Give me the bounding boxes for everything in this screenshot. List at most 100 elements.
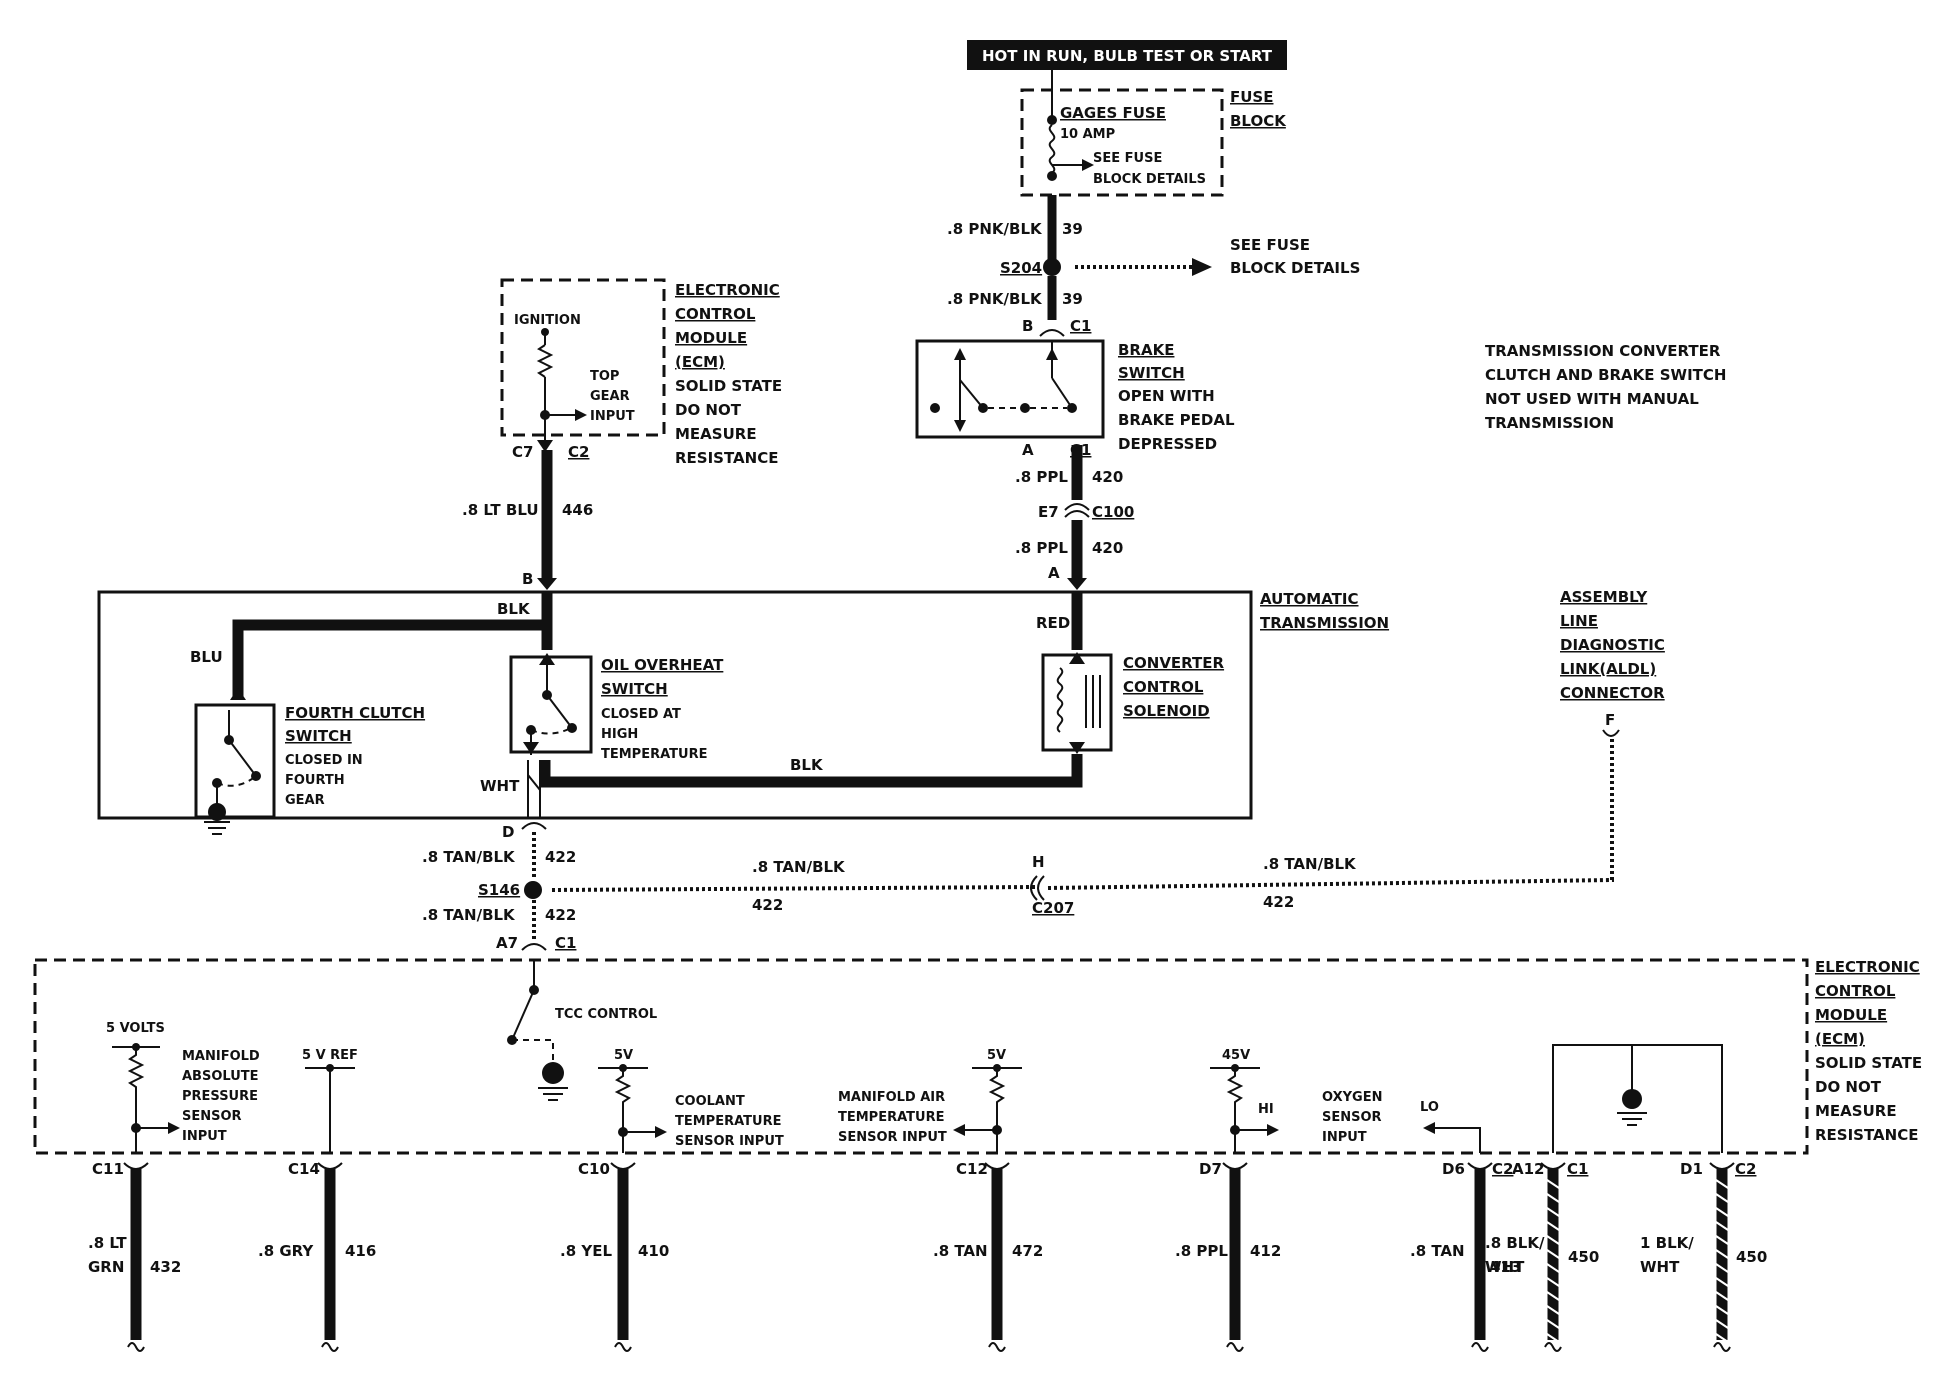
brake-pin-a: A [1022,441,1034,459]
wire-color-label: .8 TAN [1410,1242,1465,1260]
note-line-3: NOT USED WITH MANUAL [1485,390,1699,408]
wire-color-label: .8 PPL [1175,1242,1228,1260]
aldl-title-4: LINK(ALDL) [1560,660,1656,678]
wire-break-icon [321,1342,339,1352]
wire-stripe [1546,1333,1560,1343]
wire-number-label: 413 [1490,1258,1521,1276]
ecm-bottom-title-4: (ECM) [1815,1030,1865,1048]
wire-pin-label: A12 [1512,1160,1544,1178]
clt-arrow-icon [655,1126,667,1138]
brake-conn-top: C1 [1070,317,1091,335]
transmission-title-1: AUTOMATIC [1260,590,1359,608]
tcc-control-label: TCC CONTROL [555,1007,657,1022]
converter-title-3: SOLENOID [1123,702,1210,720]
ecm-top-title-4: (ECM) [675,353,725,371]
brake-switch-desc-2: BRAKE PEDAL [1118,411,1235,429]
wire-stripe [1715,1333,1729,1343]
wire-color-label: .8 LT [88,1234,127,1252]
o2-label-1: OXYGEN [1322,1090,1382,1105]
wire-stripe [1715,1291,1729,1301]
wire-break-icon [1471,1342,1489,1352]
o2-hi: HI [1258,1102,1274,1117]
oil-overheat-title-2: SWITCH [601,680,668,698]
fuse-rating: 10 AMP [1060,127,1115,142]
wire-422-upper-num: 422 [545,848,576,866]
wire-stripe [1546,1263,1560,1273]
oil-overheat-switch-box [509,655,593,754]
aldl-pin: F [1605,711,1615,729]
wire-420-lower-color: .8 PPL [1015,539,1068,557]
fuse-block-label-2: BLOCK [1230,112,1287,130]
tcc-pin-d: D [502,823,514,841]
o2-volts: 45V [1222,1048,1250,1063]
wire-wht-label: WHT [480,777,520,795]
wire-422-right [1047,735,1614,890]
ecm-bottom-desc-2: DO NOT [1815,1078,1882,1096]
wire-break-icon [1226,1342,1244,1352]
wire-stripe [1546,1193,1560,1203]
o2-hi-arrow-icon [1267,1124,1279,1136]
wire-color-label: .8 YEL [560,1242,612,1260]
wire-connector-label: C2 [1735,1160,1756,1178]
wire-blu [232,619,547,700]
wire-pin-label: C14 [288,1160,320,1178]
fuse-block-label-1: FUSE [1230,88,1273,106]
wire-422-right-num: 422 [1263,893,1294,911]
oil-overheat-desc-2: HIGH [601,727,638,742]
wire-stripe [1715,1221,1729,1231]
o2-resistor-icon [1226,1068,1244,1138]
wire-stripe [1715,1263,1729,1273]
wire-39-lower-color: .8 PNK/BLK [947,290,1043,308]
fourth-clutch-title-1: FOURTH CLUTCH [285,704,425,722]
wire-420-lower-num: 420 [1092,539,1123,557]
wire-stripe [1546,1249,1560,1259]
c100-pin: E7 [1038,503,1059,521]
map-label-4: SENSOR [182,1109,242,1124]
wire-39-lower-num: 39 [1062,290,1083,308]
ecm-bottom-title-2: CONTROL [1815,982,1896,1000]
s204-arrow-icon [1192,258,1212,276]
ecm-top-pin: C7 [512,443,533,461]
wire-color-label-2: GRN [88,1258,124,1276]
wire-number-label: 432 [150,1258,181,1276]
map-label-5: INPUT [182,1129,227,1144]
brake-switch-title-2: SWITCH [1118,364,1185,382]
clt-resistor-icon [614,1068,632,1130]
brake-switch-box [915,339,1105,439]
ecm-bottom-desc-1: SOLID STATE [1815,1054,1922,1072]
mat-volts: 5V [987,1048,1006,1063]
ecm-top-desc-1: SOLID STATE [675,377,782,395]
transmission-title-2: TRANSMISSION [1260,614,1389,632]
wire-420-upper-num: 420 [1092,468,1123,486]
wire-stripe [1546,1319,1560,1329]
wire-number-label: 472 [1012,1242,1043,1260]
wire-stripe [1715,1179,1729,1189]
fuse-note-2: BLOCK DETAILS [1093,172,1206,187]
wire-number-label: 412 [1250,1242,1281,1260]
tcc-conn: C1 [555,934,576,952]
trans-pin-a: A [1048,564,1060,582]
aldl-title-5: CONNECTOR [1560,684,1665,702]
wire-blk-top-label: BLK [497,600,531,618]
o2-lo: LO [1420,1100,1439,1115]
map-label-1: MANIFOLD [182,1049,260,1064]
tcc-pin-a7: A7 [496,934,518,952]
brake-pin-b: B [1022,317,1033,335]
ref-label: 5 V REF [302,1048,358,1063]
splice-s146-label: S146 [478,881,520,899]
fuse-note-1: SEE FUSE [1093,151,1162,166]
wire-422-mid-color: .8 TAN/BLK [752,858,846,876]
map-resistor-icon [127,1047,145,1127]
wire-stripe [1546,1235,1560,1245]
wire-pin-label: D1 [1680,1160,1703,1178]
ecm-bottom-desc-4: RESISTANCE [1815,1126,1918,1144]
ecm-top-input-2: GEAR [590,389,630,404]
oil-overheat-desc-1: CLOSED AT [601,707,681,722]
wire-break-icon [614,1342,632,1352]
wire-stripe [1715,1207,1729,1217]
